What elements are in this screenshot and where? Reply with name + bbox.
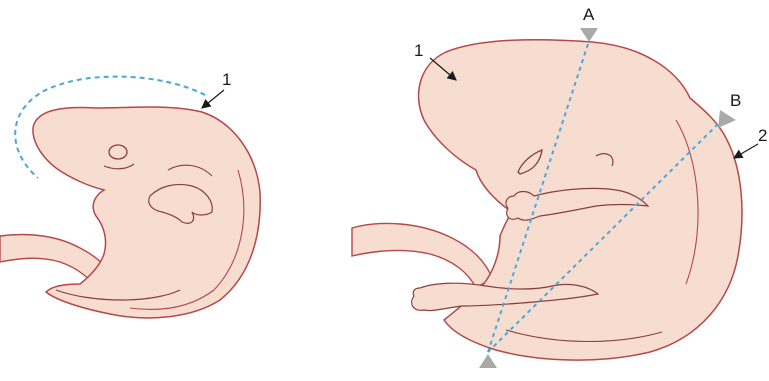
top-measure-arrow-icon [580,28,598,42]
right-umbilical-stalk [352,223,492,288]
right-crown-pointer-arrow-icon [734,144,758,158]
left-embryo-body [33,107,260,318]
measure-point-a-label: A [583,6,594,23]
left-marker-label: 1 [222,71,231,88]
right-crown-marker-label: 2 [758,127,767,144]
right-head-marker-label: 1 [414,42,423,59]
bottom-measure-arrow-icon [479,354,497,368]
left-embryo [0,77,260,318]
right-embryo [352,28,758,368]
measure-point-b-label: B [730,92,741,109]
left-pointer-arrow-icon [202,90,224,108]
side-measure-arrow-icon [718,110,736,128]
left-eye [109,145,127,159]
